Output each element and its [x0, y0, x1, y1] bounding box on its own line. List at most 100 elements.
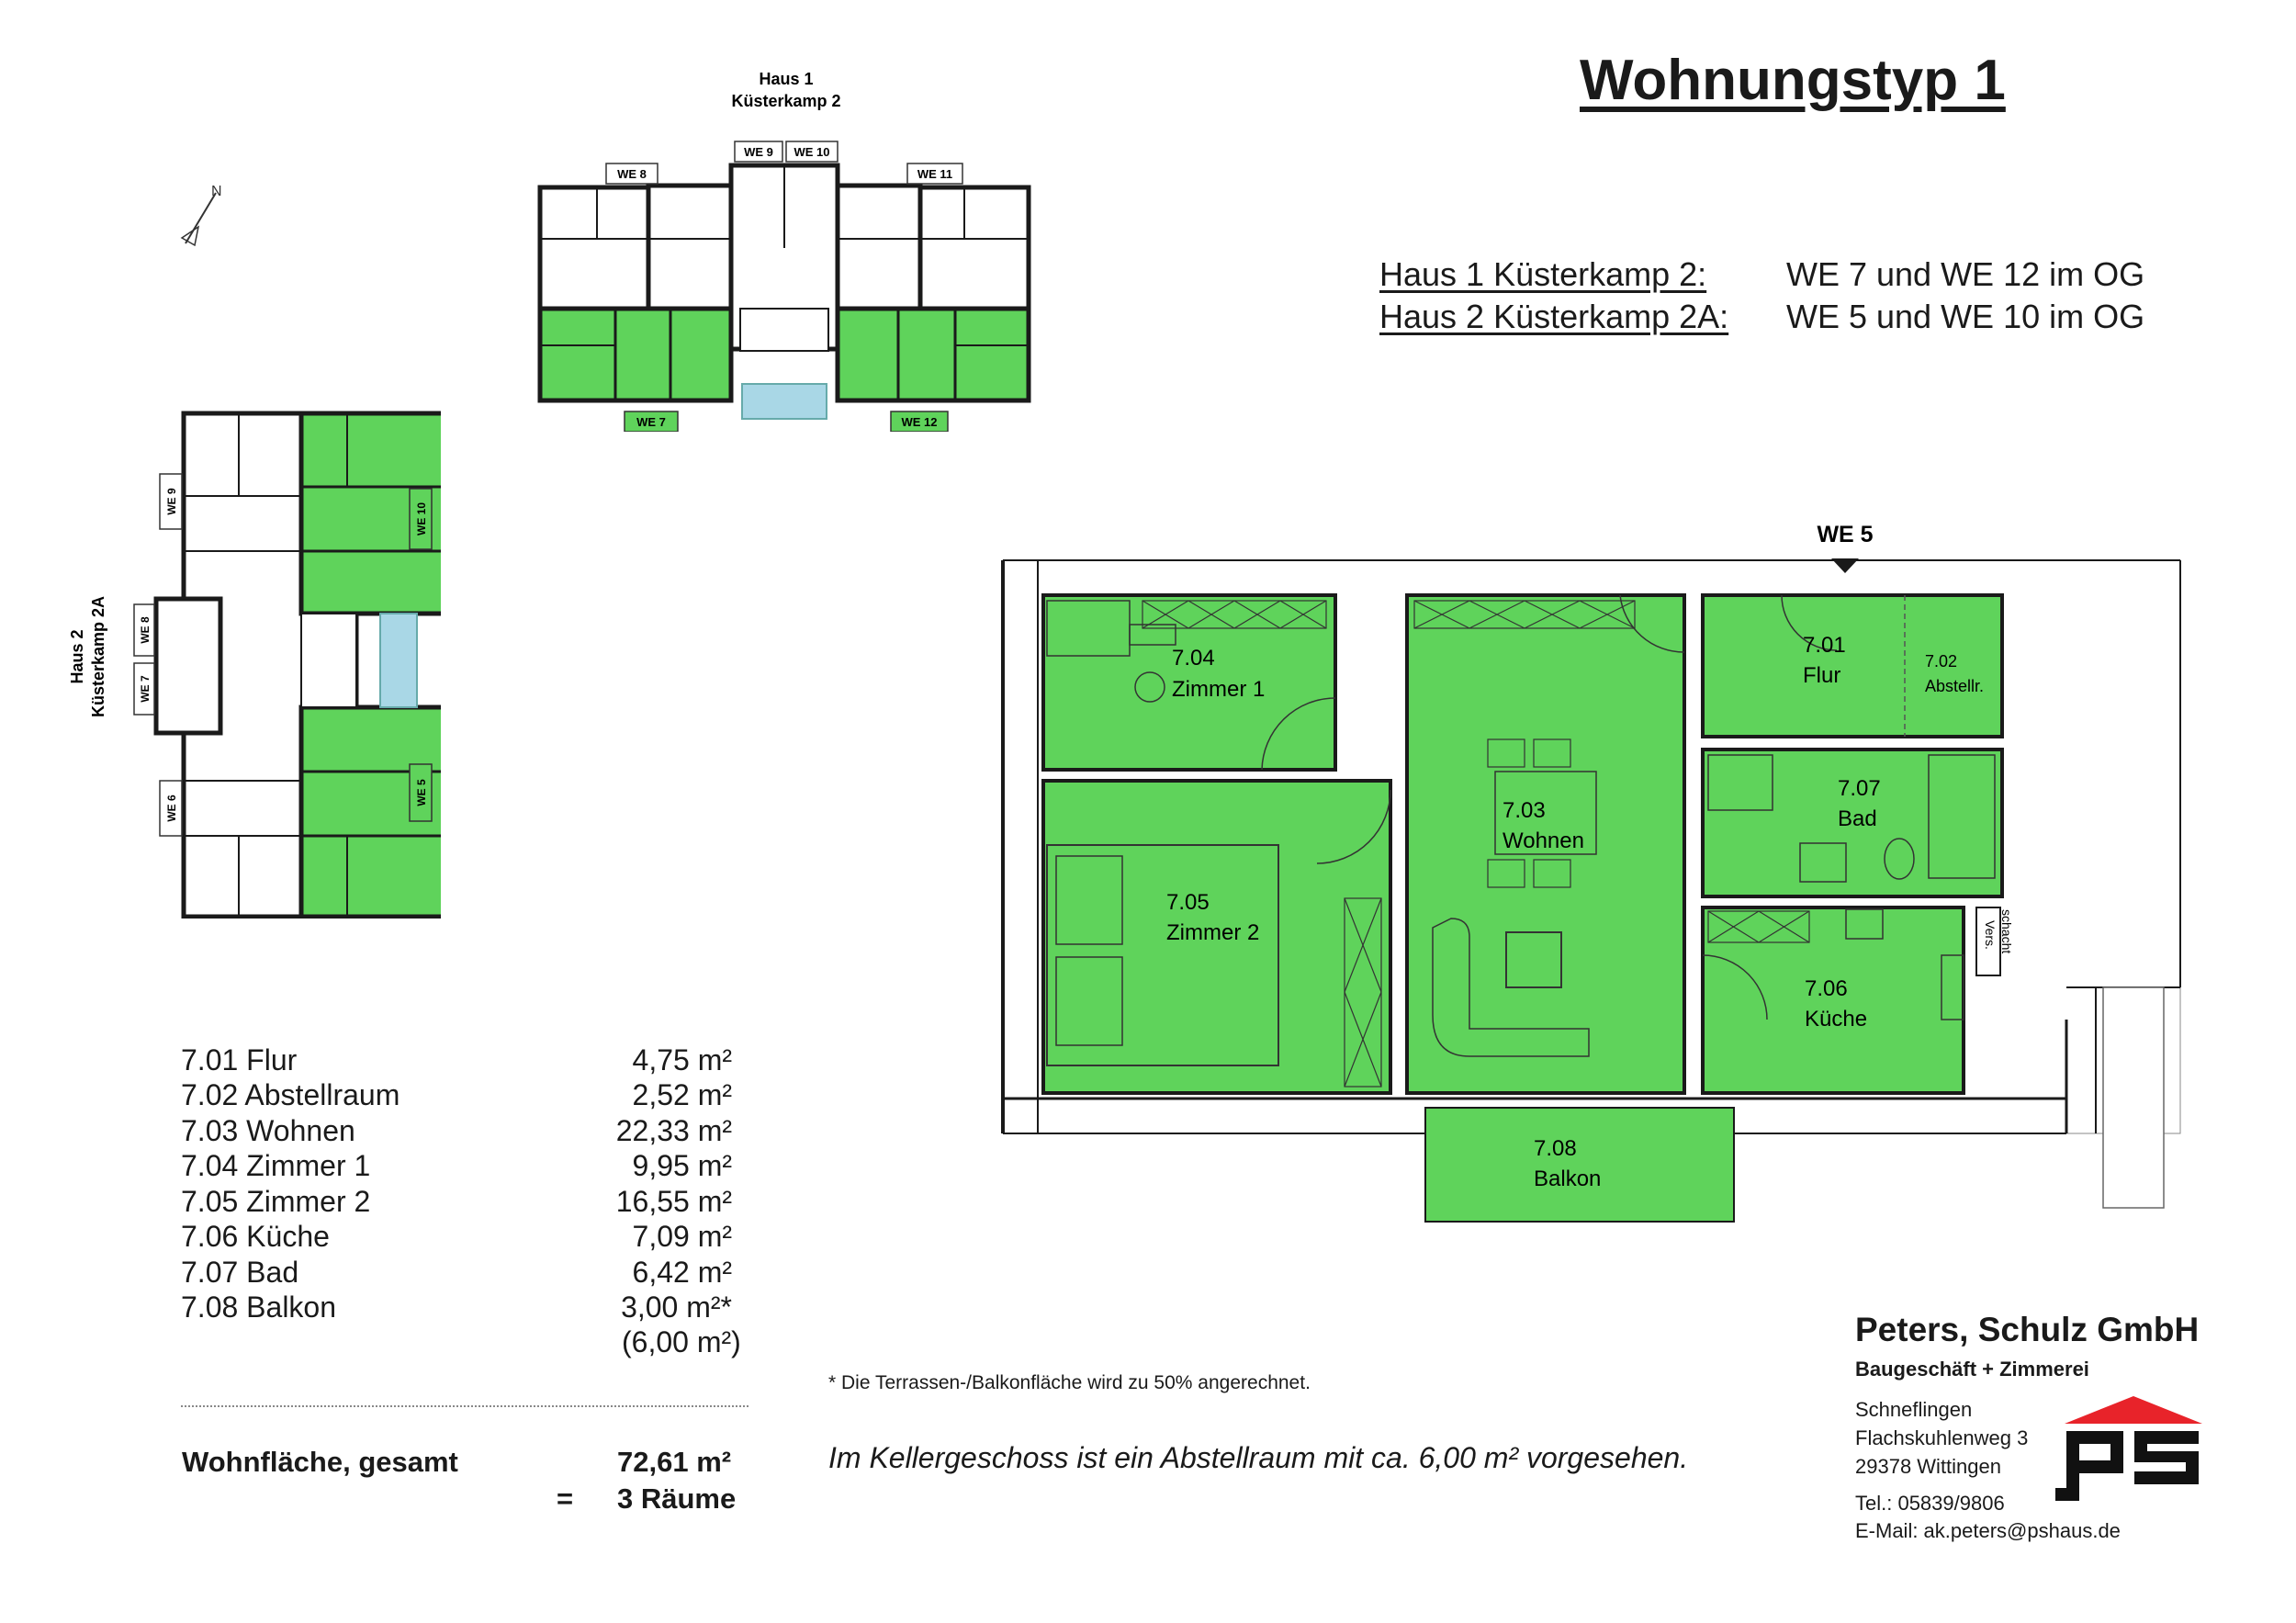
house-info-1: Haus 1 Küsterkamp 2: [1379, 255, 1706, 294]
shaft-label-2: schacht [1999, 909, 2014, 953]
area-row-value: 9,95 m² [632, 1149, 732, 1182]
area-row-room: 7.01 Flur [181, 1043, 298, 1076]
area-row-room: 7.06 Küche [181, 1220, 330, 1253]
area-row-room: 7.02 Abstellraum [181, 1078, 400, 1111]
company-name: Peters, Schulz GmbH [1855, 1311, 2200, 1348]
haus1-we7-area [537, 306, 734, 403]
north-arrow-icon: N [180, 184, 222, 247]
total-area: 72,61 m² [617, 1446, 732, 1478]
haus2-we10-area [298, 411, 441, 616]
area-row-room: 7.03 Wohnen [181, 1114, 355, 1147]
company-email: E-Mail: ak.peters@pshaus.de [1855, 1519, 2121, 1542]
overview-haus-1: Haus 1 Küsterkamp 2 WE 8 WE 9 WE 10 WE 1… [537, 70, 1031, 432]
haus2-tag-we9: WE 9 [165, 488, 178, 515]
haus2-tag-we10: WE 10 [415, 502, 428, 535]
room-7-01 [1701, 593, 2004, 738]
haus1-title-line2: Küsterkamp 2 [731, 92, 840, 110]
shaft [1975, 907, 2001, 976]
room-7-03-name: Wohnen [1503, 828, 1584, 853]
house-info-1-label: Haus 1 Küsterkamp 2: [1379, 255, 1707, 293]
area-row: 7.08 Balkon 3,00 m²* [181, 1291, 732, 1324]
room-area-list: 7.01 Flur 4,75 m² 7.02 Abstellraum 2,52 m²… [181, 1043, 750, 1374]
total-rooms: 3 Räume [617, 1482, 737, 1515]
room-7-01-number: 7.01 [1803, 633, 1846, 658]
room-7-01-name: Flur [1803, 663, 1840, 688]
room-7-08 [1424, 1107, 1735, 1223]
room-7-06 [1701, 906, 1965, 1095]
entrance-marker-icon [1831, 558, 1859, 573]
haus1-tag-we8: WE 8 [617, 167, 647, 181]
area-row: 7.07 Bad 6,42 m² [181, 1256, 732, 1290]
area-row-room: 7.07 Bad [181, 1256, 299, 1289]
haus1-tag-we11: WE 11 [917, 167, 952, 181]
room-7-06-name: Küche [1805, 1007, 1867, 1031]
area-row-value: 6,42 m² [632, 1256, 732, 1289]
haus2-title-line1: Haus 2 [68, 629, 86, 683]
house-info-2-units: WE 5 und WE 10 im OG [1786, 298, 2145, 335]
haus2-title-line2: Küsterkamp 2A [89, 596, 107, 717]
house-info-1-units: WE 7 und WE 12 im OG [1786, 255, 2145, 293]
company-address-line: Schneflingen [1855, 1398, 1973, 1421]
room-7-08-number: 7.08 [1534, 1136, 1577, 1161]
area-row-value: 3,00 m²* [621, 1291, 732, 1324]
haus2-stair [379, 613, 418, 708]
company-phone: Tel.: 05839/9806 [1855, 1492, 2005, 1515]
page-title: Wohnungstyp 1 [1580, 49, 2006, 112]
area-row-value: 4,75 m² [632, 1043, 732, 1076]
company-tagline: Baugeschäft + Zimmerei [1855, 1358, 2089, 1381]
haus2-tag-we7: WE 7 [139, 675, 152, 703]
area-row: 7.02 Abstellraum 2,52 m² [181, 1078, 732, 1112]
company-address-line: 29378 Wittingen [1855, 1455, 2001, 1478]
room-7-08-name: Balkon [1534, 1167, 1601, 1191]
haus1-tag-we7: WE 7 [636, 415, 666, 429]
room-7-07-name: Bad [1838, 806, 1877, 831]
haus1-we12-area [835, 306, 1031, 403]
area-row-room: 7.08 Balkon [181, 1291, 337, 1324]
shaft-label-1: Vers. [1983, 920, 1998, 950]
room-7-03 [1405, 593, 1686, 1095]
haus1-title-line1: Haus 1 [759, 70, 813, 88]
area-row-room: 7.04 Zimmer 1 [181, 1149, 371, 1182]
room-7-07 [1701, 748, 2004, 898]
room-7-04-name: Zimmer 1 [1172, 677, 1265, 702]
haus2-tag-we6: WE 6 [165, 795, 178, 822]
area-row-value: 22,33 m² [615, 1114, 732, 1147]
room-7-07-number: 7.07 [1838, 776, 1881, 801]
balkon-full-area: (6,00 m²) [622, 1325, 741, 1358]
total-separator [181, 1405, 748, 1407]
room-7-03-number: 7.03 [1503, 798, 1546, 823]
overview-haus-2: Haus 2 Küsterkamp 2A WE 9 WE 10 WE 8 WE … [68, 411, 441, 919]
area-row-value: 7,09 m² [632, 1220, 732, 1253]
room-7-02-number: 7.02 [1925, 652, 1957, 671]
haus1-stair [741, 383, 827, 420]
company-logo [2055, 1396, 2202, 1501]
haus1-tag-we9: WE 9 [744, 145, 773, 159]
haus1-tag-we10: WE 10 [793, 145, 829, 159]
floorplan: WE 5 7.04 Zimmer 1 7.05 Zimmer 2 7.03 Wo… [1001, 522, 2181, 1223]
house-info-2: Haus 2 Küsterkamp 2A: [1379, 298, 1728, 336]
total-label: Wohnfläche, gesamt [182, 1446, 458, 1478]
unit-marker-label: WE 5 [1817, 522, 1873, 547]
haus2-tag-we8: WE 8 [139, 616, 152, 644]
area-row: 7.04 Zimmer 1 9,95 m² [181, 1149, 732, 1183]
area-row-room: 7.05 Zimmer 2 [181, 1185, 371, 1218]
area-row: 7.06 Küche 7,09 m² [181, 1220, 732, 1254]
room-7-06-number: 7.06 [1805, 976, 1848, 1001]
total-equals: = [557, 1482, 574, 1515]
area-row: 7.01 Flur 4,75 m² [181, 1043, 732, 1077]
room-7-05 [1041, 779, 1392, 1095]
area-row-value: 16,55 m² [615, 1185, 732, 1218]
haus2-tag-we5: WE 5 [415, 779, 428, 806]
room-7-05-name: Zimmer 2 [1166, 920, 1259, 945]
room-7-05-number: 7.05 [1166, 890, 1210, 915]
basement-note: Im Kellergeschoss ist ein Abstellraum mi… [828, 1441, 1689, 1474]
area-row: 7.05 Zimmer 2 16,55 m² [181, 1185, 732, 1219]
area-row: 7.03 Wohnen 22,33 m² [181, 1114, 732, 1148]
house-info-2-label: Haus 2 Küsterkamp 2A: [1379, 298, 1729, 335]
area-row-value: 2,52 m² [632, 1078, 732, 1111]
north-arrow-label: N [211, 184, 222, 199]
room-7-02-name: Abstellr. [1925, 677, 1984, 695]
company-address-line: Flachskuhlenweg 3 [1855, 1426, 2029, 1449]
footnote: * Die Terrassen-/Balkonfläche wird zu 50… [828, 1372, 1311, 1393]
haus1-tag-we12: WE 12 [901, 415, 937, 429]
